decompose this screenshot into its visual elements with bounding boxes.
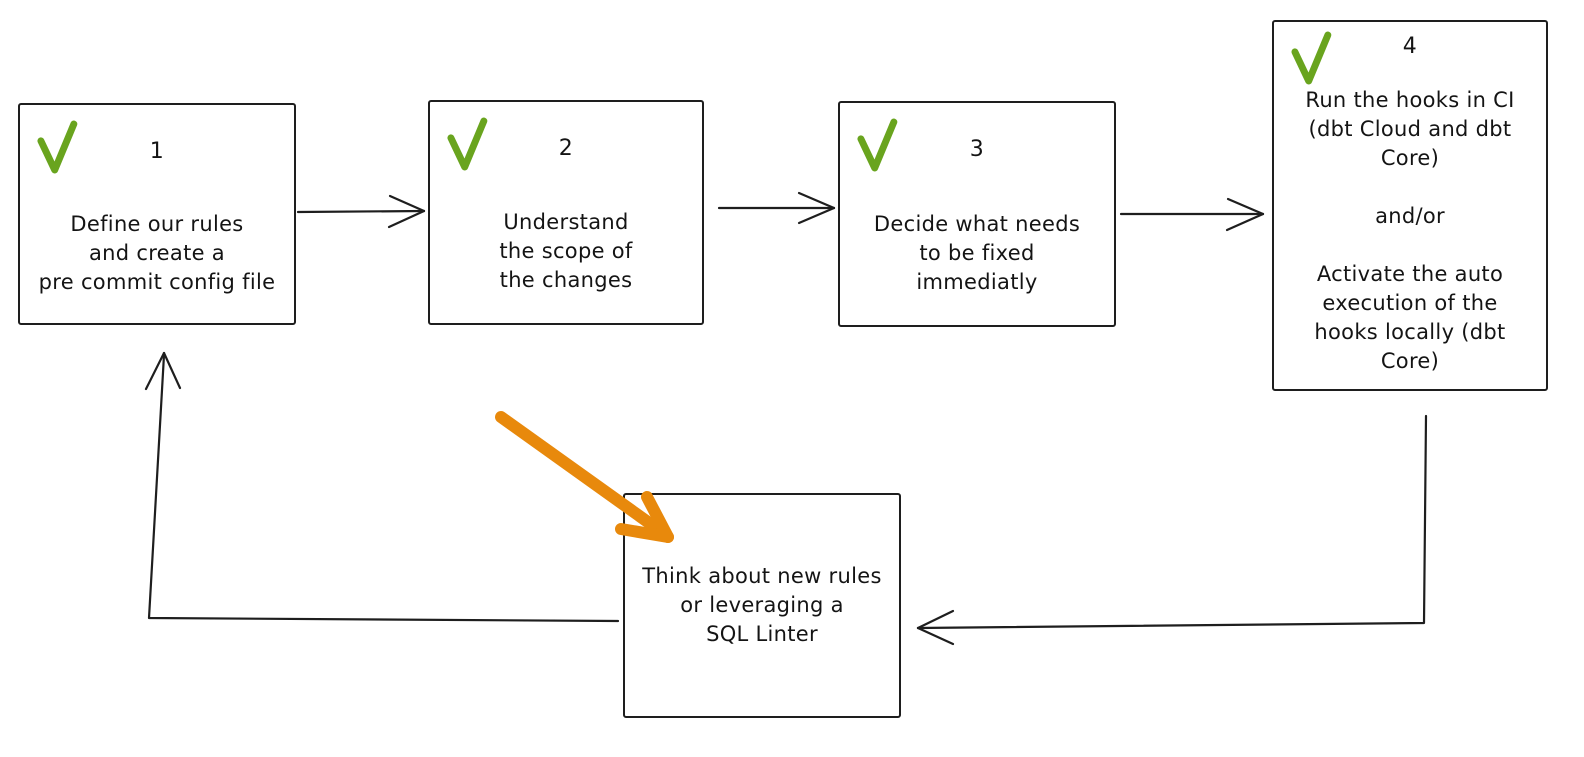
step-box-4: 4 Run the hooks in CI (dbt Cloud and dbt… <box>1272 20 1548 391</box>
step-text: Run the hooks in CI (dbt Cloud and dbt C… <box>1305 88 1515 373</box>
arrow-right-icon <box>717 191 836 225</box>
step-text: Define our rules and create a pre commit… <box>38 211 276 294</box>
step-box-2-header: 2 <box>430 102 702 180</box>
checkmark-icon <box>857 118 898 172</box>
arrow-down-left-icon <box>916 414 1428 646</box>
step-text: Understand the scope of the changes <box>499 210 633 292</box>
step-box-3: 3 Decide what needs to be fixed immediat… <box>838 101 1116 327</box>
feedback-text: Think about new rules or leveraging a SQ… <box>642 564 882 646</box>
step-box-1: 1 Define our rules and create a pre comm… <box>18 103 296 325</box>
step-text: Decide what needs to be fixed immediatly <box>873 211 1081 294</box>
step-box-2: 2 Understand the scope of the changes <box>428 100 704 325</box>
step-number: 4 <box>1402 34 1418 59</box>
checkmark-icon <box>37 120 78 174</box>
step-number: 3 <box>969 137 985 162</box>
checkmark-icon <box>447 117 488 171</box>
feedback-box: Think about new rules or leveraging a SQ… <box>623 493 901 718</box>
arrow-left-up-icon <box>144 351 620 623</box>
step-number: 2 <box>558 136 574 161</box>
checkmark-icon <box>1291 31 1332 85</box>
step-box-4-header: 4 <box>1274 22 1546 86</box>
arrow-right-icon <box>1119 197 1265 232</box>
arrow-right-icon <box>296 194 426 229</box>
step-box-3-header: 3 <box>840 103 1114 181</box>
step-number: 1 <box>149 139 165 164</box>
step-box-1-header: 1 <box>20 105 294 183</box>
